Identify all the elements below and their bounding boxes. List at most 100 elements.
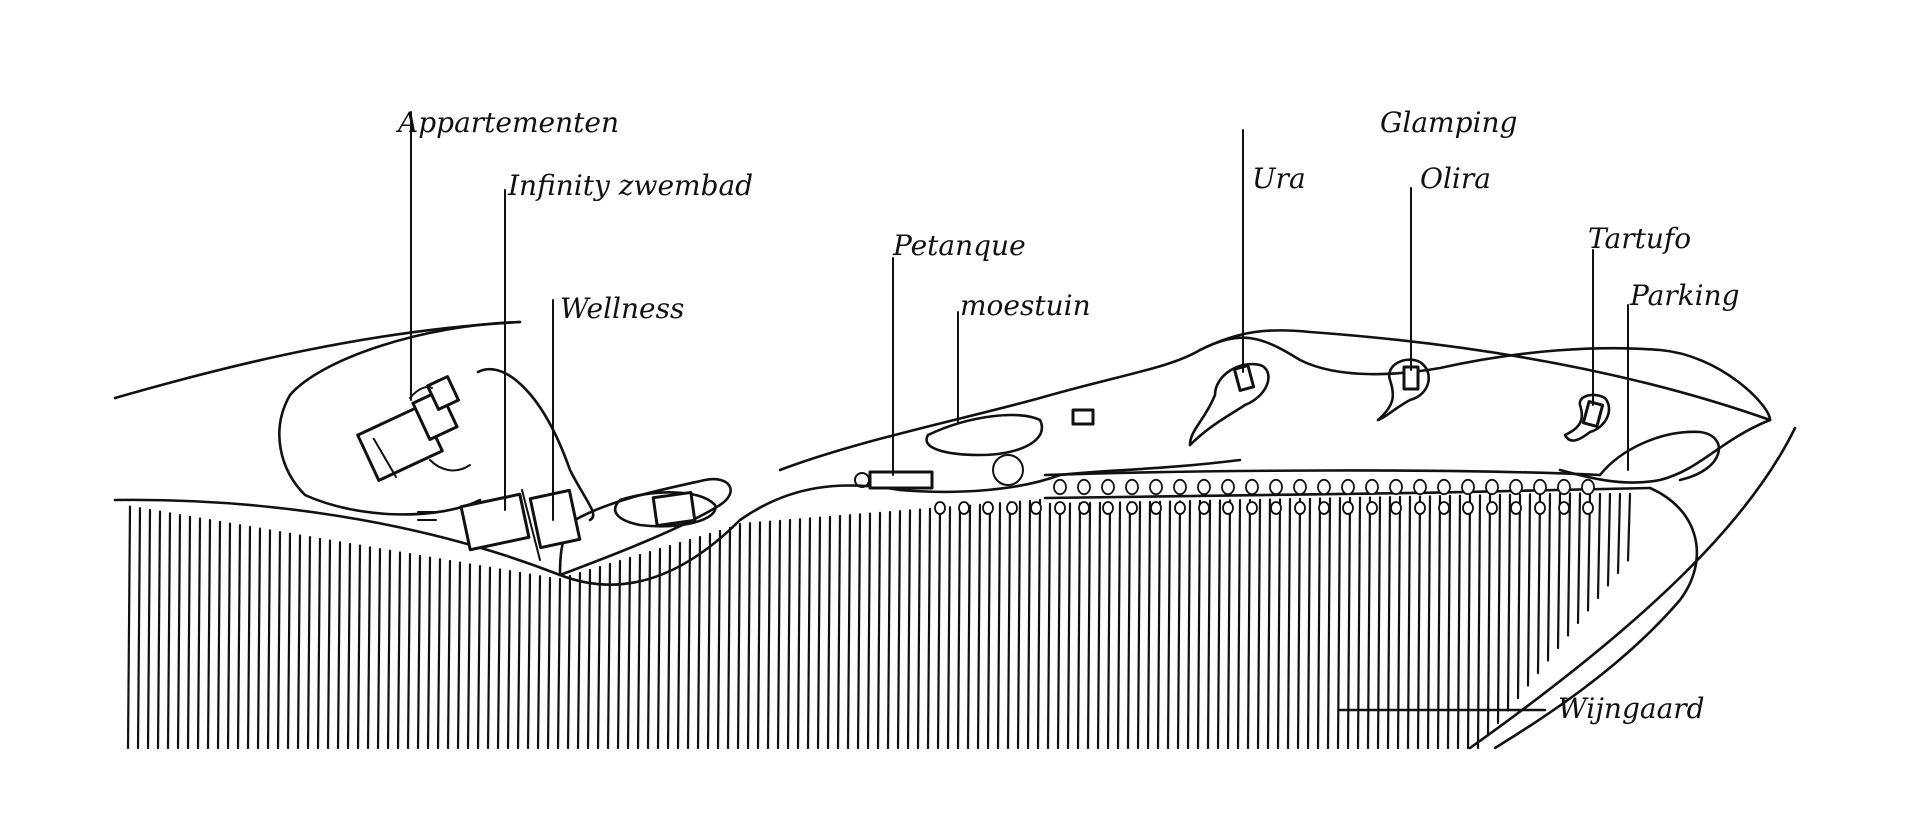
tree-row-upper: [1053, 478, 1595, 496]
tree-symbol: [1293, 478, 1307, 496]
vineyard-row: [1046, 502, 1052, 750]
vineyard-row: [1366, 496, 1372, 750]
vineyard-row: [946, 506, 952, 750]
tree-row-lower: [934, 501, 1594, 515]
tree-symbol: [1317, 478, 1331, 496]
vineyard-row: [1466, 494, 1472, 750]
vineyard-row: [1516, 493, 1522, 700]
vineyard-row: [156, 510, 162, 750]
vineyard-row: [1546, 492, 1552, 662]
vineyard-row: [446, 559, 452, 750]
vineyard-row: [576, 571, 582, 750]
vineyard-row: [796, 518, 802, 750]
label-wellness: Wellness: [560, 292, 684, 325]
tree-symbol: [1413, 478, 1427, 496]
vineyard-row: [646, 550, 652, 750]
vineyard-row: [966, 504, 972, 750]
vineyard-row: [616, 559, 622, 750]
vineyard-row: [506, 570, 512, 750]
vineyard-hatching: [126, 492, 1632, 750]
vineyard-row: [956, 505, 962, 750]
vineyard-row: [1076, 502, 1082, 750]
tree-symbol: [958, 501, 970, 515]
vineyard-row: [476, 564, 482, 750]
vineyard-row: [1026, 499, 1032, 750]
vineyard-row: [286, 532, 292, 750]
tree-symbol: [1294, 501, 1306, 515]
vineyard-row: [886, 510, 892, 750]
long-drive-lower: [1043, 469, 1602, 477]
vineyard-row: [1506, 493, 1512, 712]
vineyard-row: [1096, 501, 1102, 750]
tree-symbol: [1581, 478, 1595, 496]
vineyard-row: [536, 575, 542, 750]
vineyard-row: [876, 511, 882, 750]
shed: [1071, 408, 1095, 426]
vineyard-row: [1166, 500, 1172, 750]
vineyard-row: [826, 515, 832, 750]
label-infinity-zwembad: Infinity zwembad: [507, 169, 753, 202]
pool-terrace: [476, 367, 595, 522]
petanque-court: [868, 470, 934, 490]
glamping-pod-olira-plot: [1376, 358, 1430, 422]
vineyard-row: [626, 556, 632, 750]
tree-symbol: [1006, 501, 1018, 515]
vineyard-row: [266, 529, 272, 750]
vineyard-row: [206, 519, 212, 750]
vineyard-row: [856, 513, 862, 750]
vineyard-row: [1536, 493, 1542, 675]
tree-symbol: [1341, 478, 1355, 496]
tree-symbol: [1053, 478, 1067, 496]
label-wijngaard: Wijngaard: [1558, 692, 1705, 725]
vineyard-row: [1056, 502, 1062, 750]
vineyard-row: [1146, 500, 1152, 750]
glamping-pod-tartufo: [1581, 400, 1605, 428]
tree-symbol: [1462, 501, 1474, 515]
tree-symbol: [1486, 501, 1498, 515]
vineyard-row: [736, 522, 742, 750]
tree-symbol: [1461, 478, 1475, 496]
vineyard-row: [716, 529, 722, 750]
vineyard-row: [376, 547, 382, 750]
tree-symbol: [1078, 501, 1090, 515]
vineyard-row: [996, 502, 1002, 750]
vineyard-row: [466, 563, 472, 750]
vineyard-row: [516, 571, 522, 750]
tree-symbol: [1485, 478, 1499, 496]
infinity-pool-building: [459, 488, 582, 561]
tree-symbol: [1510, 501, 1522, 515]
vineyard-row: [146, 508, 152, 750]
vineyard-row: [346, 542, 352, 750]
tree-symbol: [1221, 478, 1235, 496]
vineyard-row: [866, 512, 872, 750]
vineyard-row: [306, 536, 312, 750]
vineyard-row: [776, 519, 782, 750]
tree-symbol: [982, 501, 994, 515]
vineyard-row: [416, 554, 422, 750]
glamping-pod-ura-plot: [1188, 362, 1270, 447]
vineyard-row: [276, 530, 282, 750]
vineyard-row: [1526, 493, 1532, 687]
vineyard-row: [1126, 501, 1132, 750]
vineyard-row: [666, 544, 672, 750]
tree-symbol: [1509, 478, 1523, 496]
vineyard-row: [1206, 499, 1212, 750]
tree-symbol: [1414, 501, 1426, 515]
vineyard-row: [126, 505, 132, 750]
tree-symbol: [1342, 501, 1354, 515]
vineyard-row: [226, 522, 232, 750]
garden-tree: [992, 454, 1024, 486]
vineyard-row: [1276, 498, 1282, 750]
vineyard-row: [1376, 496, 1382, 750]
vineyard-row: [196, 517, 202, 750]
vineyard-row: [1156, 500, 1162, 750]
vineyard-row: [1066, 502, 1072, 750]
vineyard-row: [486, 566, 492, 750]
vineyard-row: [526, 573, 532, 750]
vineyard-row: [1266, 498, 1272, 750]
vineyard-row: [896, 510, 902, 750]
hill-outline-top: [113, 320, 522, 400]
vineyard-row: [1456, 494, 1462, 750]
vineyard-row: [706, 532, 712, 750]
